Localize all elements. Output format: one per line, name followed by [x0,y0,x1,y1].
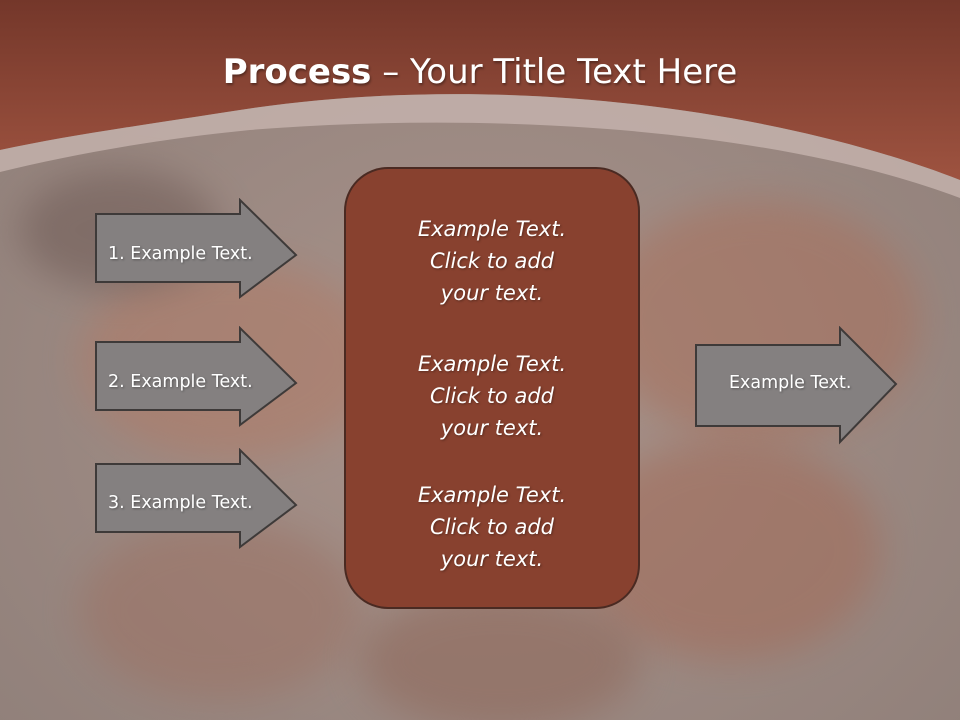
right-arrow [695,326,898,445]
left-arrow-2-label: 2. Example Text. [108,372,253,392]
text-block-3-line1: Example Text. [417,483,567,507]
left-arrow-2 [95,326,298,427]
left-arrow-1-label: 1. Example Text. [108,244,253,264]
text-block-1-line1: Example Text. [417,217,567,241]
text-block-2-line3: your text. [440,416,544,440]
background-photo-shape [80,520,360,700]
header-band [0,0,960,198]
title-bold: Process [222,52,372,92]
left-arrow-3-label: 3. Example Text. [108,493,253,513]
text-block-3: Example Text. Click to add your text. [346,479,638,575]
text-block-3-line2: Click to add [429,515,554,539]
slide-title: Process – Your Title Text Here [0,52,960,92]
right-arrow-label: Example Text. [729,373,852,393]
text-block-1-line3: your text. [440,281,544,305]
text-block-3-line3: your text. [440,547,544,571]
text-block-1: Example Text. Click to add your text. [346,213,638,309]
title-rest: – Your Title Text Here [371,52,738,92]
text-block-2-line1: Example Text. [417,352,567,376]
text-block-2: Example Text. Click to add your text. [346,348,638,444]
background-photo-shape [360,590,640,720]
left-arrow-3 [95,448,298,549]
text-block-2-line2: Click to add [429,384,554,408]
left-arrow-1 [95,198,298,299]
text-block-1-line2: Click to add [429,249,554,273]
center-text-box: Example Text. Click to add your text. Ex… [344,167,640,609]
